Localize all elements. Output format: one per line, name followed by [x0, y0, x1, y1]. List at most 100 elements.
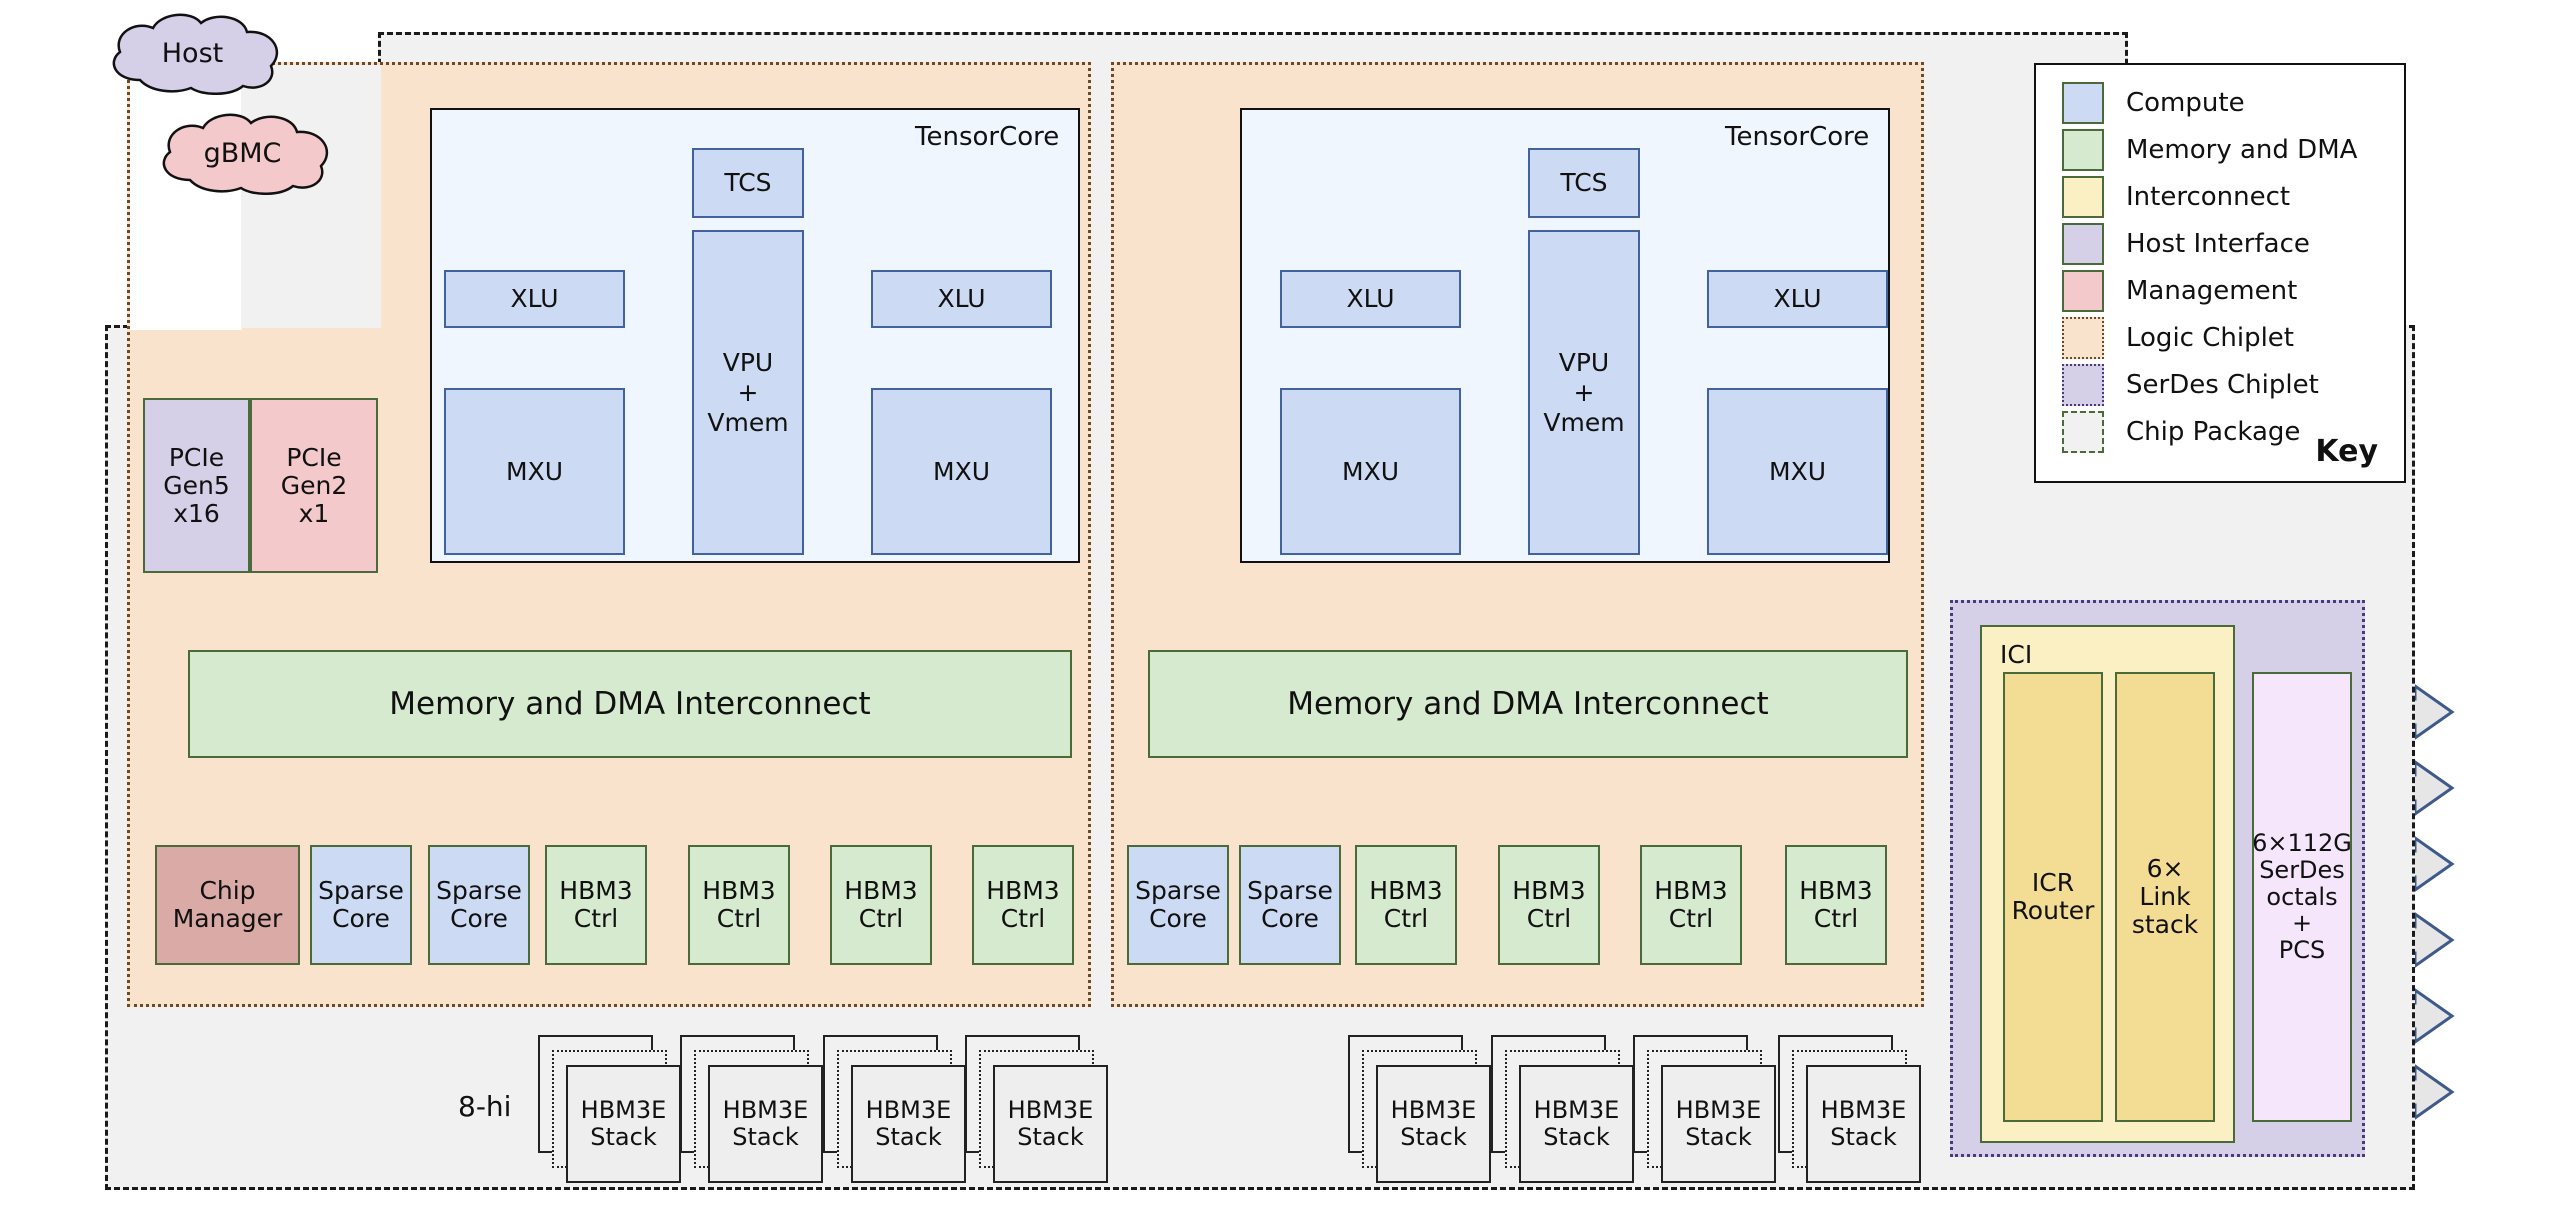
xlu-block-left-1[interactable]: XLU: [444, 270, 625, 328]
hbm3e-stack-8-line-2: Stack: [1830, 1123, 1897, 1151]
vpu-line-2-right: +: [1573, 377, 1595, 407]
link-stack-line-1: 6×: [2146, 854, 2184, 883]
hbm3e-stack-7-line-1: HBM3E: [1675, 1096, 1762, 1125]
hbm3-ctrl-l3-line-2: Ctrl: [858, 904, 904, 933]
hbm3-ctrl-block-l1[interactable]: HBM3 Ctrl: [545, 845, 647, 965]
mxu-block-left-2[interactable]: MXU: [871, 388, 1052, 555]
sparse-core-block-l1[interactable]: Sparse Core: [310, 845, 412, 965]
mxu-label-right-2: MXU: [1769, 456, 1826, 486]
pcie-gen5-line-1: PCIe: [168, 442, 225, 472]
hbm3e-stack-8-line-1: HBM3E: [1820, 1096, 1907, 1125]
mxu-block-left-1[interactable]: MXU: [444, 388, 625, 555]
memory-dma-interconnect-left[interactable]: Memory and DMA Interconnect: [188, 650, 1072, 758]
serdes-line-3: octals +: [2266, 882, 2338, 938]
xlu-block-left-2[interactable]: XLU: [871, 270, 1052, 328]
hbm3-ctrl-r1-line-1: HBM3: [1369, 876, 1443, 905]
hbm3-ctrl-block-r3[interactable]: HBM3 Ctrl: [1640, 845, 1742, 965]
sparse-core-l2-line-2: Core: [450, 904, 508, 933]
vpu-line-3-left: Vmem: [707, 407, 789, 437]
hbm3-ctrl-l2-line-2: Ctrl: [716, 904, 762, 933]
pcie-gen5-block[interactable]: PCIe Gen5 x16: [143, 398, 250, 573]
hbm3e-stack-block-8[interactable]: HBM3E Stack: [1806, 1065, 1921, 1183]
tcs-block-right[interactable]: TCS: [1528, 148, 1640, 218]
xlu-block-right-1[interactable]: XLU: [1280, 270, 1461, 328]
key-label-memory-dma: Memory and DMA: [2126, 134, 2358, 165]
vpu-line-1-left: VPU: [722, 347, 774, 377]
hbm3-ctrl-block-r4[interactable]: HBM3 Ctrl: [1785, 845, 1887, 965]
memory-dma-interconnect-left-label: Memory and DMA Interconnect: [389, 685, 871, 722]
key-item-interconnect: Interconnect: [2036, 173, 2404, 220]
sparse-core-block-r1[interactable]: Sparse Core: [1127, 845, 1229, 965]
sparse-core-block-r2[interactable]: Sparse Core: [1239, 845, 1341, 965]
hbm3e-stack-block-5[interactable]: HBM3E Stack: [1376, 1065, 1491, 1183]
hbm3-ctrl-l3-line-1: HBM3: [844, 876, 918, 905]
hbm3e-stack-block-6[interactable]: HBM3E Stack: [1519, 1065, 1634, 1183]
key-swatch-management: [2062, 269, 2104, 312]
vpu-line-1-right: VPU: [1558, 347, 1610, 377]
hbm3-ctrl-block-l3[interactable]: HBM3 Ctrl: [830, 845, 932, 965]
hbm3e-stack-block-7[interactable]: HBM3E Stack: [1661, 1065, 1776, 1183]
hbm3e-stack-block-4[interactable]: HBM3E Stack: [993, 1065, 1108, 1183]
tcs-label-right: TCS: [1560, 168, 1608, 197]
hbm3-ctrl-block-l4[interactable]: HBM3 Ctrl: [972, 845, 1074, 965]
hbm3e-stack-1-line-2: Stack: [590, 1123, 657, 1151]
key-label-interconnect: Interconnect: [2126, 181, 2291, 212]
hbm3-ctrl-block-l2[interactable]: HBM3 Ctrl: [688, 845, 790, 965]
vpu-vmem-block-right[interactable]: VPU + Vmem: [1528, 230, 1640, 555]
key-swatch-logic-chiplet: [2062, 316, 2104, 359]
key-item-serdes-chiplet: SerDes Chiplet: [2036, 361, 2404, 408]
xlu-block-right-2[interactable]: XLU: [1707, 270, 1888, 328]
hbm3-ctrl-r4-line-1: HBM3: [1799, 876, 1873, 905]
mxu-label-right-1: MXU: [1342, 456, 1399, 486]
vpu-line-3-right: Vmem: [1543, 407, 1625, 437]
key-item-logic-chiplet: Logic Chiplet: [2036, 314, 2404, 361]
sparse-core-r1-line-2: Core: [1149, 904, 1207, 933]
ici-title: ICI: [2000, 640, 2033, 669]
hbm3-ctrl-l1-line-2: Ctrl: [573, 904, 619, 933]
sparse-core-block-l2[interactable]: Sparse Core: [428, 845, 530, 965]
key-label-serdes-chiplet: SerDes Chiplet: [2126, 369, 2319, 400]
pcie-gen2-block[interactable]: PCIe Gen2 x1: [250, 398, 378, 573]
hbm3e-stack-5-line-1: HBM3E: [1390, 1096, 1477, 1125]
gbmc-cloud: gBMC: [145, 110, 340, 195]
pcie-gen2-line-1: PCIe: [286, 442, 342, 472]
icr-router-block[interactable]: ICR Router: [2003, 672, 2103, 1122]
hbm3e-stack-5-line-2: Stack: [1400, 1123, 1467, 1151]
sparse-core-r2-line-2: Core: [1261, 904, 1319, 933]
hbm3-ctrl-r4-line-2: Ctrl: [1813, 904, 1859, 933]
hbm3e-stack-2-line-1: HBM3E: [722, 1096, 809, 1125]
serdes-octals-pcs-block[interactable]: 6×112G SerDes octals + PCS: [2252, 672, 2352, 1122]
key-legend: Compute Memory and DMA Interconnect Host…: [2034, 63, 2406, 483]
host-cloud-label: Host: [161, 38, 224, 69]
hbm3e-stack-block-3[interactable]: HBM3E Stack: [851, 1065, 966, 1183]
mxu-block-right-1[interactable]: MXU: [1280, 388, 1461, 555]
hbm3-ctrl-block-r2[interactable]: HBM3 Ctrl: [1498, 845, 1600, 965]
mxu-block-right-2[interactable]: MXU: [1707, 388, 1888, 555]
hbm3e-stack-block-2[interactable]: HBM3E Stack: [708, 1065, 823, 1183]
chiplet-left-top-mask: [130, 65, 242, 330]
tcs-block-left[interactable]: TCS: [692, 148, 804, 218]
xlu-label-right-1: XLU: [1346, 284, 1395, 313]
chiplet-left-top-mask2: [241, 65, 381, 328]
key-swatch-host-interface: [2062, 222, 2104, 265]
tensorcore-title-right: TensorCore: [1725, 122, 1870, 152]
hbm3-ctrl-r3-line-2: Ctrl: [1668, 904, 1714, 933]
memory-dma-interconnect-right[interactable]: Memory and DMA Interconnect: [1148, 650, 1908, 758]
sparse-core-l1-line-1: Sparse: [318, 876, 404, 905]
chip-manager-block[interactable]: Chip Manager: [155, 845, 300, 965]
hbm3e-stack-1-line-1: HBM3E: [580, 1096, 667, 1125]
hbm3e-stack-6-line-1: HBM3E: [1533, 1096, 1620, 1125]
serdes-line-1: 6×112G: [2252, 828, 2352, 857]
link-stack-block[interactable]: 6× Link stack: [2115, 672, 2215, 1122]
hbm3e-stack-block-1[interactable]: HBM3E Stack: [566, 1065, 681, 1183]
key-title: Key: [2315, 434, 2378, 469]
icr-router-line-2: Router: [2011, 896, 2095, 925]
hbm3-ctrl-block-r1[interactable]: HBM3 Ctrl: [1355, 845, 1457, 965]
pcie-gen5-line-2: Gen5: [163, 470, 230, 500]
tensorcore-title-left: TensorCore: [915, 122, 1060, 152]
vpu-vmem-block-left[interactable]: VPU + Vmem: [692, 230, 804, 555]
host-cloud: Host: [95, 10, 290, 95]
hbm3-ctrl-l4-line-2: Ctrl: [1000, 904, 1046, 933]
hbm3-ctrl-l1-line-1: HBM3: [559, 876, 633, 905]
sparse-core-l2-line-1: Sparse: [436, 876, 522, 905]
